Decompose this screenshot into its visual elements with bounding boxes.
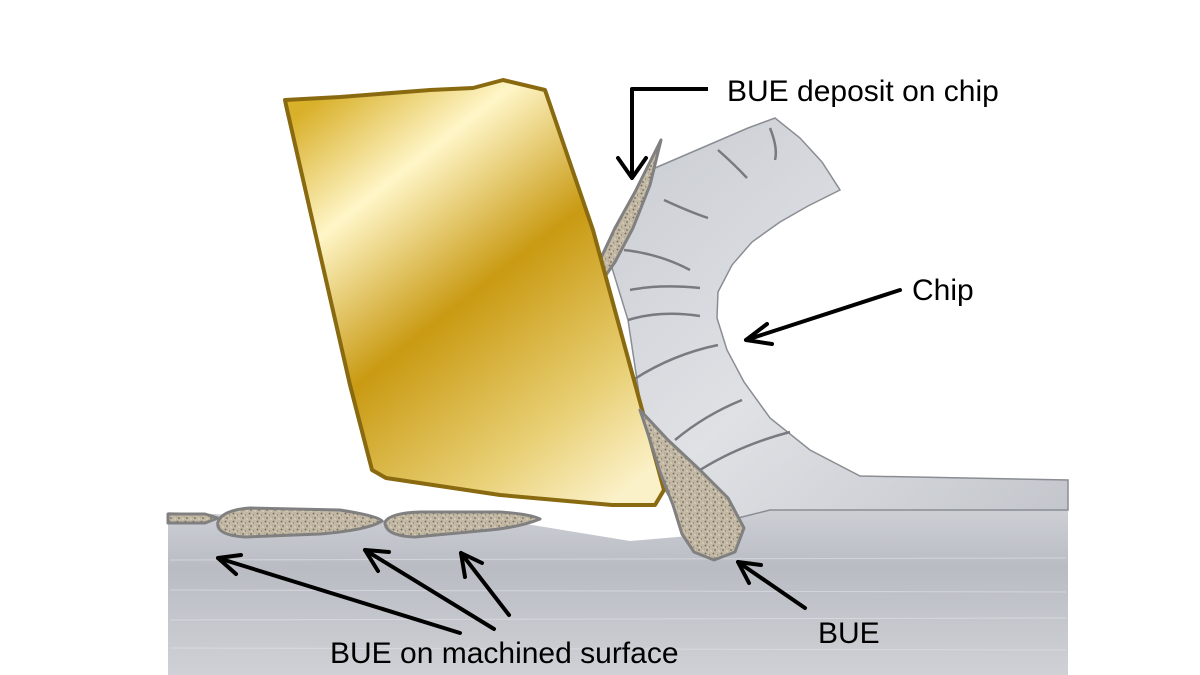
arrow-bue [736, 560, 807, 610]
arrow-chip [744, 288, 902, 346]
chip-shear-lines [623, 127, 791, 472]
bue-surface-deposit-2 [216, 506, 384, 539]
label-bue-deposit-on-chip: BUE deposit on chip [727, 75, 999, 108]
arrow-surface-1 [216, 553, 462, 635]
bue-at-tool-tip [638, 408, 746, 562]
arrow-surface-3 [459, 551, 511, 617]
bue-surface-deposit-1 [166, 512, 220, 525]
arrow-bue-deposit-on-chip [616, 87, 708, 180]
annotation-arrows [216, 87, 902, 635]
label-bue: BUE [818, 617, 880, 650]
cutting-tool [283, 78, 666, 507]
chip [611, 117, 1069, 526]
bue-on-machined-surface-deposits [166, 506, 542, 539]
label-bue-on-machined-surface: BUE on machined surface [330, 637, 679, 670]
label-chip: Chip [912, 274, 974, 307]
arrow-surface-2 [363, 548, 496, 631]
bue-surface-deposit-3 [383, 510, 542, 539]
